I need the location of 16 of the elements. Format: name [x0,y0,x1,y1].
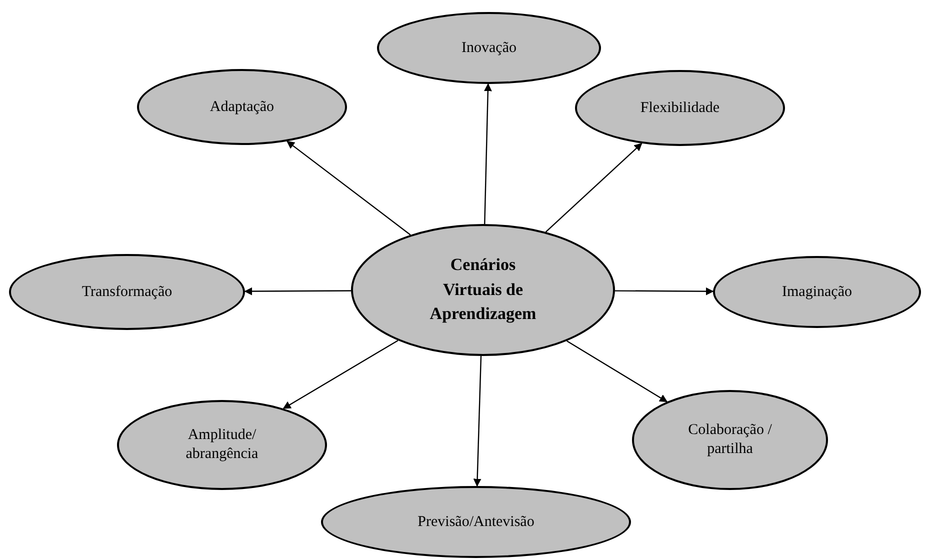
node-label: Previsão/Antevisão [418,512,534,532]
node-label: Cenários Virtuais de Aprendizagem [428,254,538,326]
arrow [614,287,714,296]
node-label: Adaptação [210,98,274,116]
node-label: Transformação [82,282,172,302]
node-label: Imaginação [782,282,852,302]
node-label: Amplitude/ abrangência [184,426,260,464]
arrow [282,340,398,410]
arrow [484,83,492,224]
arrow [566,340,668,402]
node-label: Flexibilidade [640,98,720,118]
node-label: Inovação [462,38,516,58]
arrow [286,140,411,236]
arrow [244,287,352,296]
node-label: Colaboração / partilha [687,421,773,459]
arrow [473,356,482,487]
